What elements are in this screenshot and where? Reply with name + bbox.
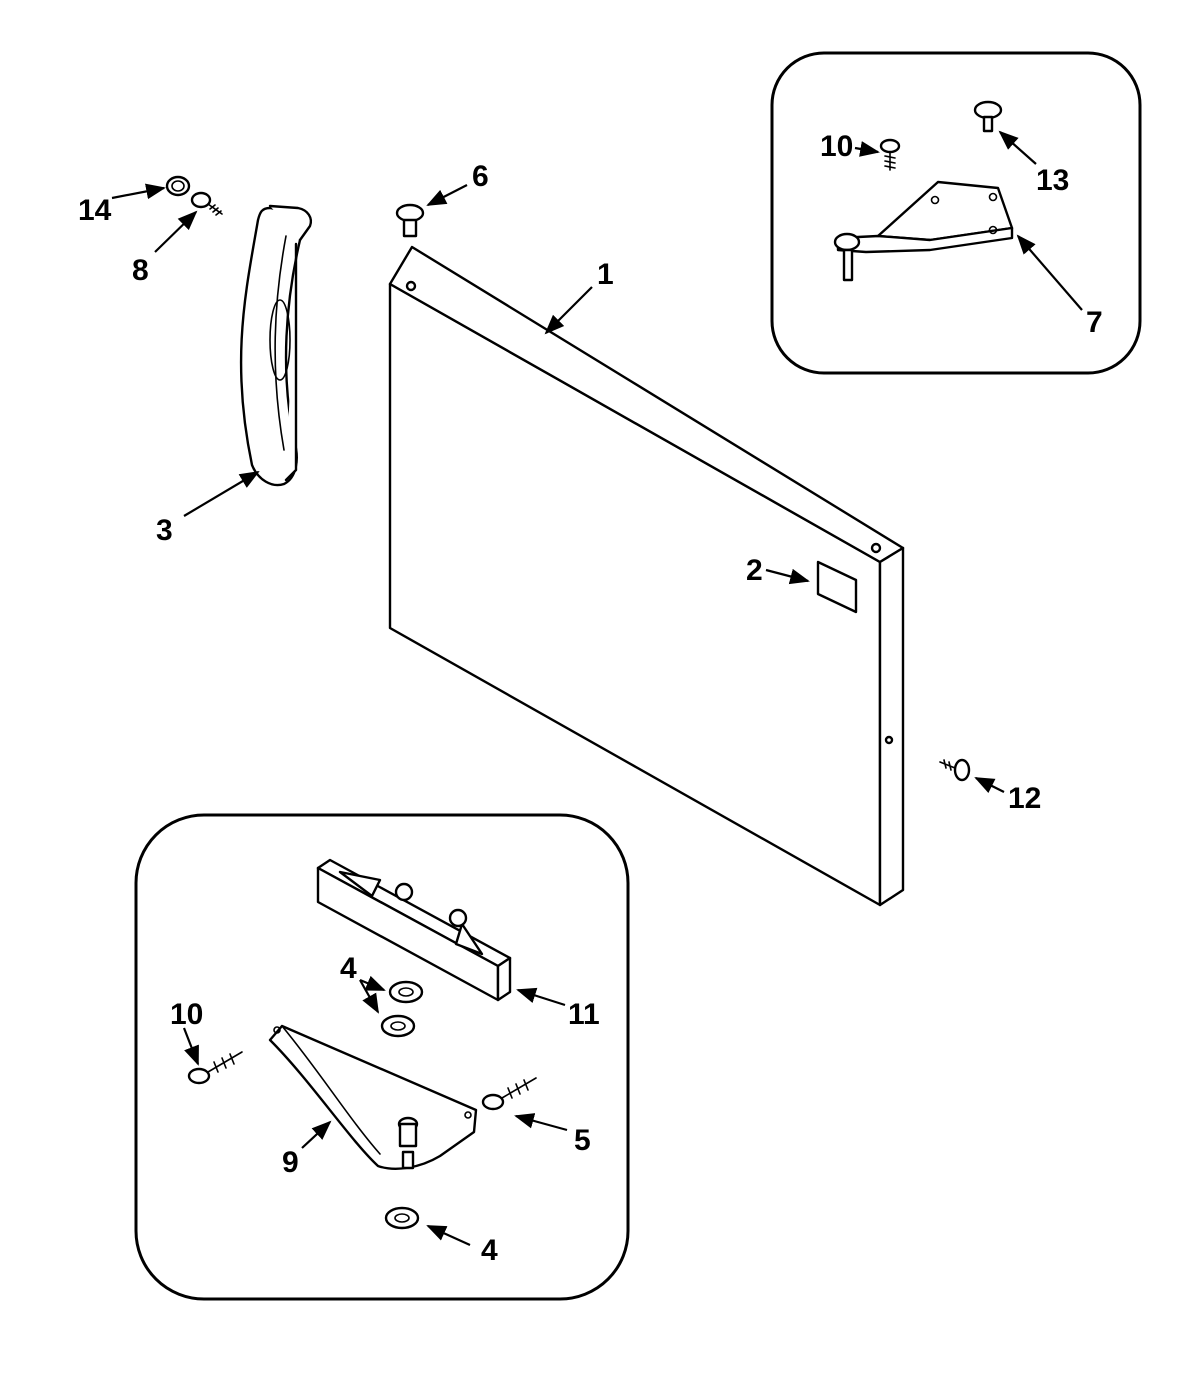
callout-11: 11 xyxy=(568,998,600,1031)
callout-9: 9 xyxy=(282,1146,299,1179)
washer-upper-a xyxy=(388,980,424,1004)
door-handle xyxy=(239,204,312,487)
upper-hinge-screw xyxy=(879,138,901,171)
callout-12: 12 xyxy=(1008,782,1041,815)
hinge-bolt xyxy=(481,1077,537,1111)
washer-upper-b xyxy=(380,1014,416,1038)
door-stop-screw xyxy=(939,758,971,782)
callout-8: 8 xyxy=(132,254,149,287)
washer-lower xyxy=(384,1206,420,1230)
callout-2: 2 xyxy=(746,554,763,587)
callout-14: 14 xyxy=(78,194,112,227)
callout-13: 13 xyxy=(1036,164,1069,197)
lower-hinge-screw xyxy=(187,1051,243,1085)
callout-6: 6 xyxy=(472,160,489,193)
callout-1: 1 xyxy=(597,258,614,291)
hinge-cap xyxy=(973,100,1003,133)
lower-hinge xyxy=(268,1024,478,1170)
lower-hinge-bracket xyxy=(316,858,512,1002)
lower-hinge-inset xyxy=(134,813,630,1301)
callout-3: 3 xyxy=(156,514,173,547)
callout-4-upper: 4 xyxy=(340,952,357,985)
nameplate xyxy=(816,560,858,614)
handle-plug xyxy=(165,175,191,197)
callout-4-lower: 4 xyxy=(481,1234,498,1267)
upper-hinge-inset xyxy=(770,51,1142,375)
callout-7: 7 xyxy=(1086,306,1103,339)
door-panel xyxy=(388,245,905,907)
callout-10-lower: 10 xyxy=(170,998,203,1031)
hinge-pin-top xyxy=(395,203,425,238)
callout-5: 5 xyxy=(574,1124,591,1157)
handle-screw xyxy=(190,191,223,216)
callout-10-upper: 10 xyxy=(820,130,853,163)
upper-hinge-plate xyxy=(833,180,1014,282)
